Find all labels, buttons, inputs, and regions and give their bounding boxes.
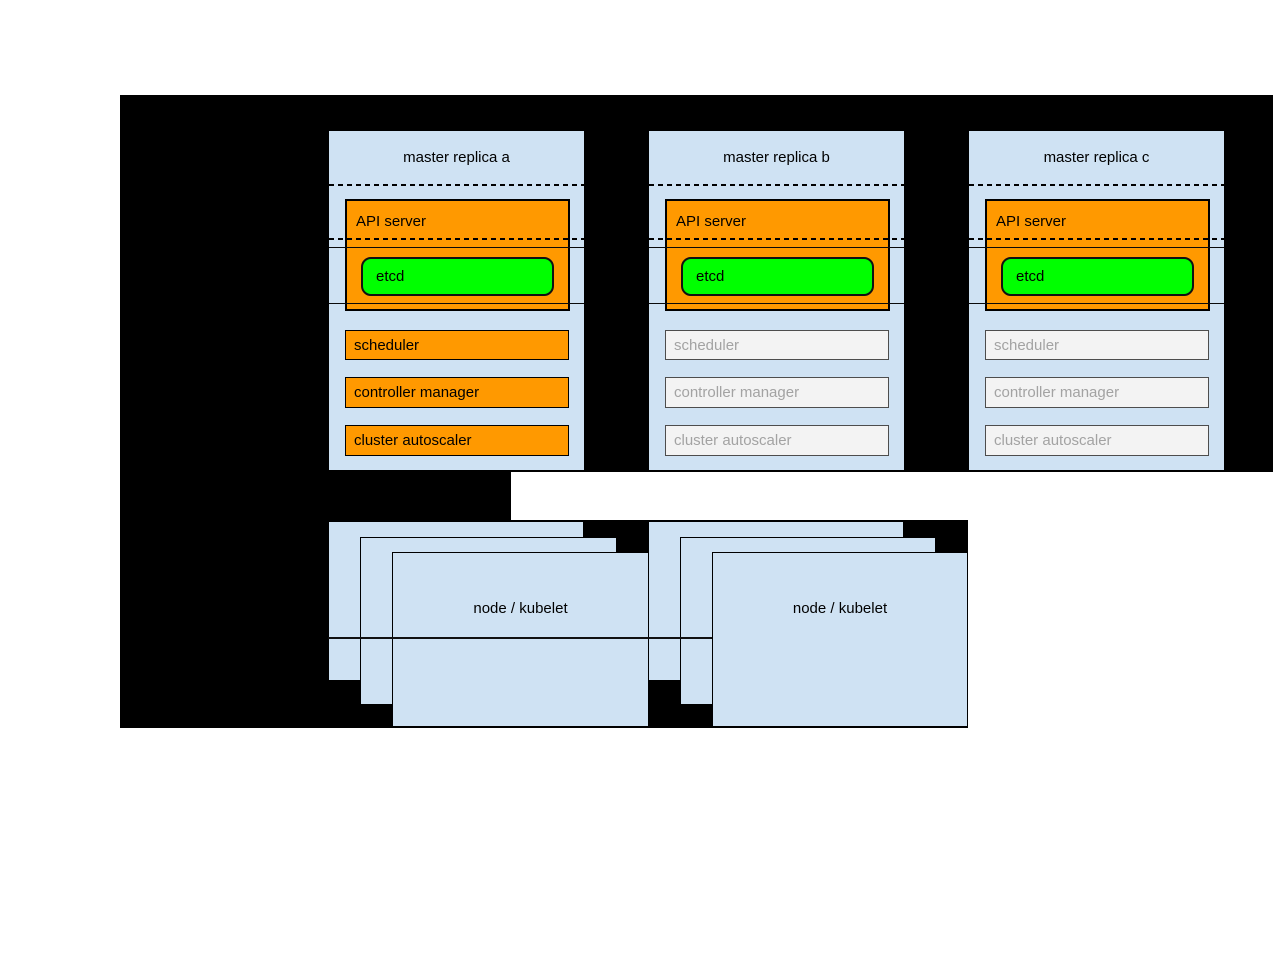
dashed-separator xyxy=(329,238,584,240)
cluster-autoscaler-box: cluster autoscaler xyxy=(345,425,569,456)
solid-separator xyxy=(329,303,584,304)
controller-manager-box: controller manager xyxy=(345,377,569,408)
cluster-autoscaler-box: cluster autoscaler xyxy=(985,425,1209,456)
dashed-separator xyxy=(329,184,584,186)
master-replica-panel-b: master replica b API server etcd schedul… xyxy=(648,130,905,471)
master-replica-panel-c: master replica c API server etcd schedul… xyxy=(968,130,1225,471)
diagram-background-step xyxy=(120,472,511,520)
replica-title: master replica b xyxy=(723,148,830,166)
controller-manager-box: controller manager xyxy=(985,377,1209,408)
dashed-separator xyxy=(649,238,904,240)
master-replica-panel-a: master replica a API server etcd schedul… xyxy=(328,130,585,471)
solid-separator xyxy=(649,247,904,248)
dashed-separator xyxy=(969,184,1224,186)
solid-separator xyxy=(329,247,584,248)
api-server-label: API server xyxy=(356,213,427,230)
etcd-box: etcd xyxy=(681,257,874,296)
node-divider-line xyxy=(328,637,712,639)
controller-manager-box: controller manager xyxy=(665,377,889,408)
node-kubelet-label: node / kubelet xyxy=(792,600,888,617)
node-kubelet-box-front: node / kubelet xyxy=(392,552,649,727)
scheduler-box: scheduler xyxy=(345,330,569,360)
solid-separator xyxy=(649,303,904,304)
dashed-separator xyxy=(969,238,1224,240)
dashed-separator xyxy=(649,184,904,186)
scheduler-box: scheduler xyxy=(665,330,889,360)
etcd-box: etcd xyxy=(361,257,554,296)
replica-title: master replica c xyxy=(1043,148,1150,166)
replica-title: master replica a xyxy=(403,148,510,166)
solid-separator xyxy=(969,303,1224,304)
scheduler-box: scheduler xyxy=(985,330,1209,360)
api-server-label: API server xyxy=(996,213,1067,230)
etcd-box: etcd xyxy=(1001,257,1194,296)
node-kubelet-box-front: node / kubelet xyxy=(712,552,968,727)
solid-separator xyxy=(969,247,1224,248)
api-server-label: API server xyxy=(676,213,747,230)
node-kubelet-label: node / kubelet xyxy=(473,600,568,617)
cluster-autoscaler-box: cluster autoscaler xyxy=(665,425,889,456)
